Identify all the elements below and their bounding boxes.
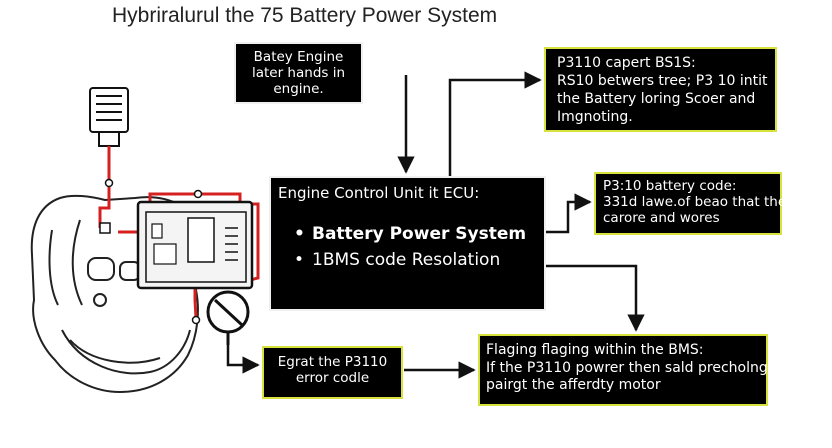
box-text-line: 331d lawe.of beao that the: [603, 194, 787, 211]
ecu-box: Engine Control Unit it ECU: Battery Powe…: [269, 176, 546, 311]
box-text-line: Batey Engine: [253, 49, 344, 65]
egrat-box: Egrat the P3110 error codle: [262, 346, 403, 399]
flaging-box: Flaging flaging within the BMS: If the P…: [478, 334, 768, 406]
gauge-icon: [206, 290, 250, 345]
p3110-capert-box: P3110 capert BS1S: RS10 betwers tree; P3…: [544, 47, 777, 132]
box-text-line: pairgt the afferdty motor: [486, 377, 661, 393]
ecu-module-icon: [136, 200, 254, 290]
box-text-line: error codle: [295, 370, 370, 387]
box-text-line: If the P3110 powrer then sald precholng: [486, 359, 768, 376]
box-text-line: the Battery loring Scoer and: [557, 90, 756, 107]
box-text-line: P3:10 battery code:: [603, 178, 737, 194]
diagram-title: Hybriralurul the 75 Battery Power System: [112, 4, 498, 27]
engine-outline-icon: [30, 194, 202, 394]
box-text-line: engine.: [273, 81, 324, 98]
box-text-line: Imgnoting.: [557, 108, 633, 125]
box-text-line: P3110 capert BS1S:: [557, 55, 696, 71]
connector-plug-icon: [89, 87, 129, 147]
battery-engine-box: Batey Engine later hands in engine.: [234, 42, 363, 104]
ecu-item: 1BMS code Resolation: [294, 250, 544, 271]
box-text-line: RS10 betwers tree; P3 10 intit: [557, 72, 768, 89]
box-text-line: Egrat the P3110: [277, 354, 388, 370]
box-text-line: carore and wores: [603, 210, 720, 227]
battery-code-box: P3:10 battery code: 331d lawe.of beao th…: [594, 172, 787, 235]
connector-arrows: [226, 71, 645, 379]
ecu-items-list: Battery Power System 1BMS code Resolatio…: [278, 224, 544, 271]
ecu-title: Engine Control Unit it ECU:: [278, 184, 480, 202]
box-text-line: later hands in: [251, 65, 346, 82]
box-text-line: Flaging flaging within the BMS:: [486, 342, 704, 358]
ecu-item: Battery Power System: [294, 224, 544, 245]
